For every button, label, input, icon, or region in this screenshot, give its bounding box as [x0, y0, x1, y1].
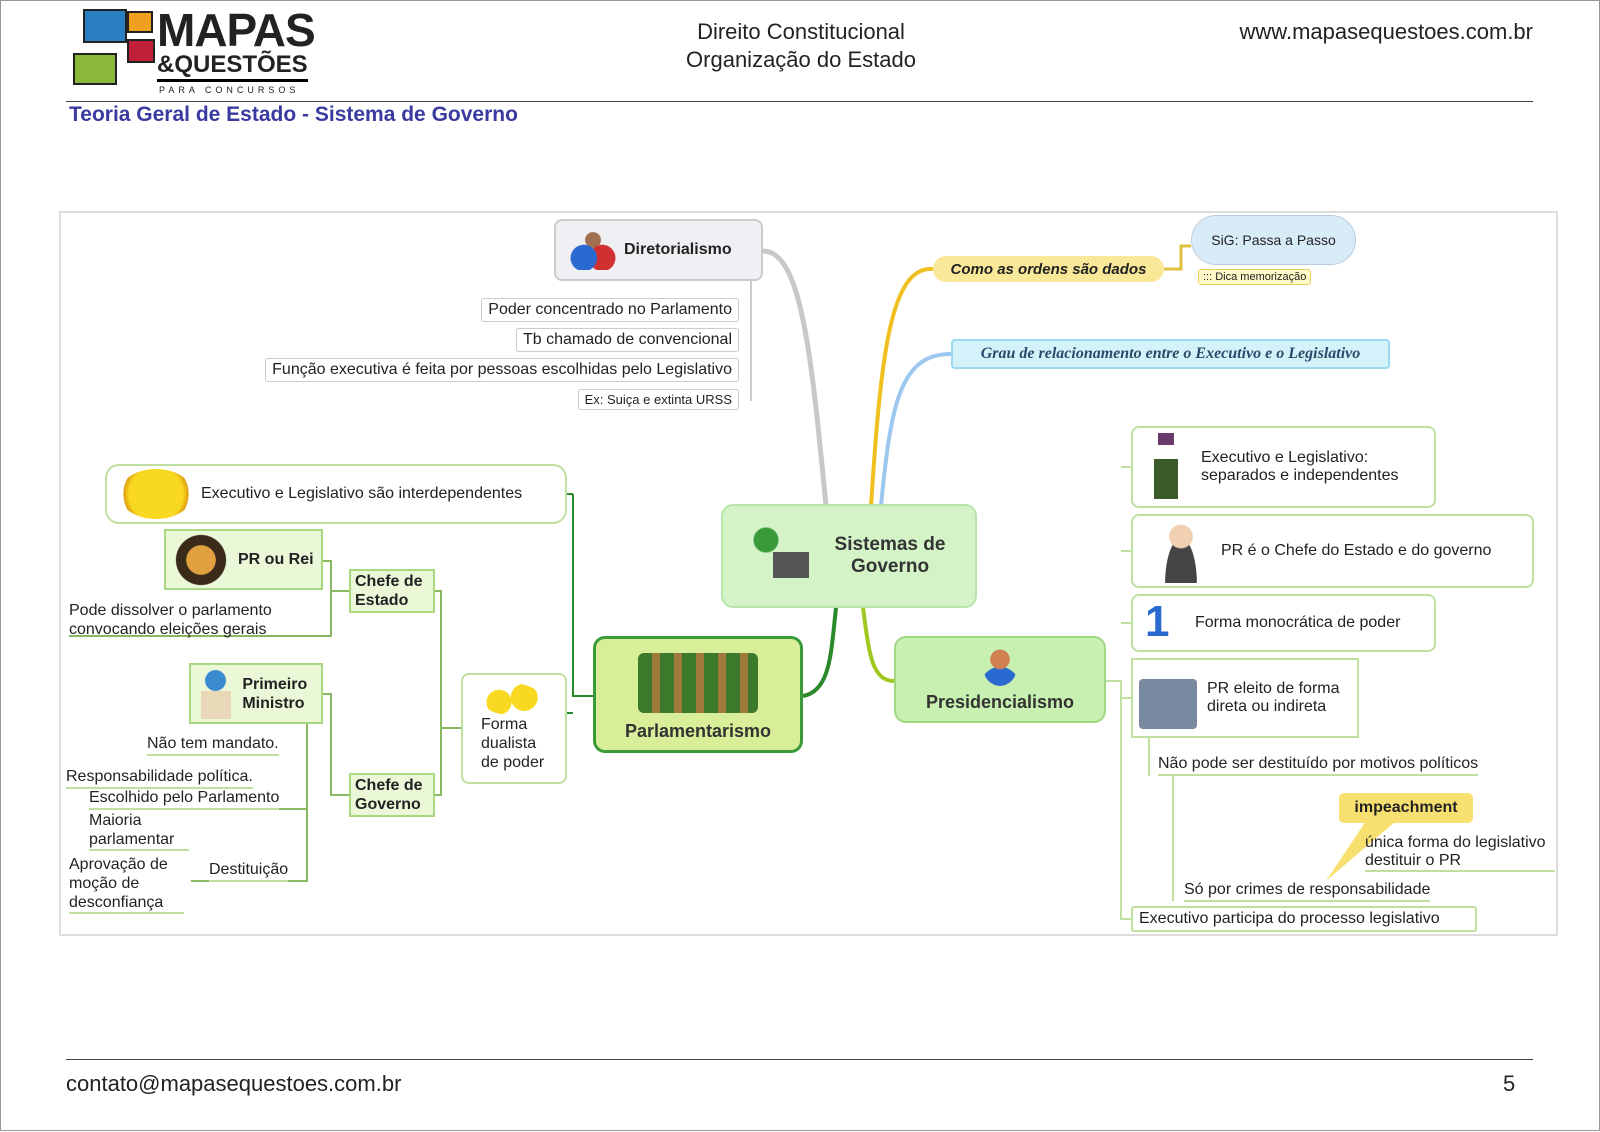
people-icon: [570, 230, 616, 270]
topic: Organização do Estado: [686, 47, 916, 72]
ordens-label: Como as ordens são dados: [950, 260, 1147, 278]
diretorialismo-item: Ex: Suiça e extinta URSS: [577, 389, 739, 410]
logo-sub: &QUESTÕES: [157, 51, 308, 82]
number-one-icon: 1: [1145, 597, 1170, 646]
ballot-box-icon: [1139, 679, 1197, 729]
pm-label: Primeiro Ministro: [242, 675, 308, 712]
computer-icon: [751, 524, 811, 588]
pr-rei-node[interactable]: PR ou Rei: [164, 529, 323, 590]
pres-item-label: Executivo participa do processo legislat…: [1139, 910, 1440, 927]
page-number: 5: [1503, 1071, 1516, 1096]
chefe-estado-label: Chefe de Estado: [355, 573, 423, 609]
president-icon: [1159, 521, 1203, 583]
diretorialismo-item: Função executiva é feita por pessoas esc…: [265, 358, 739, 382]
impeachment-badge[interactable]: impeachment: [1339, 793, 1473, 823]
website: www.mapasequestoes.com.br: [1239, 19, 1533, 44]
cloud-label: SiG: Passa a Passo: [1211, 232, 1336, 248]
parlamentarismo-node[interactable]: Parlamentarismo: [593, 636, 803, 753]
chefe-governo-node[interactable]: Chefe de Governo: [349, 773, 435, 817]
parliament-icon: [638, 653, 758, 713]
diretorialismo-label: Diretorialismo: [624, 241, 732, 258]
smiley-icon: [119, 469, 193, 519]
person-icon: [983, 648, 1017, 686]
header-divider: [66, 101, 1533, 102]
footer-divider: [66, 1059, 1533, 1060]
chefe-governo-label: Chefe de Governo: [355, 777, 423, 813]
gentleman-icon: [1146, 431, 1186, 503]
dissolver-note: Pode dissolver o parlamento convocando e…: [69, 602, 272, 638]
grau-node[interactable]: Grau de relacionamento entre o Executivo…: [951, 339, 1390, 369]
pm-node[interactable]: Primeiro Ministro: [189, 663, 323, 724]
diretorialismo-item: Poder concentrado no Parlamento: [481, 298, 739, 322]
mindmap-frame: [59, 211, 1558, 936]
pres-item-label: Executivo e Legislativo: separados e ind…: [1201, 449, 1399, 484]
cloud-node[interactable]: SiG: Passa a Passo: [1191, 215, 1356, 265]
parlamentarismo-label: Parlamentarismo: [624, 721, 772, 741]
pres-item-label: PR é o Chefe do Estado e do governo: [1221, 542, 1492, 559]
footer-email: contato@mapasequestoes.com.br: [66, 1071, 402, 1096]
central-label: Sistemas de Governo: [834, 534, 946, 577]
pres-item[interactable]: Executivo participa do processo legislat…: [1131, 906, 1477, 932]
central-node[interactable]: Sistemas de Governo: [721, 504, 977, 608]
smileys-icon: [481, 683, 541, 715]
presidencialismo-node[interactable]: Presidencialismo: [894, 636, 1106, 723]
subject: Direito Constitucional: [697, 19, 905, 44]
ordens-node[interactable]: Como as ordens são dados: [933, 256, 1164, 282]
impeachment-note: única forma do legislativo destituir o P…: [1365, 834, 1555, 872]
grau-label: Grau de relacionamento entre o Executivo…: [980, 345, 1361, 362]
logo: MAPAS &QUESTÕES PARA CONCURSOS: [71, 4, 321, 97]
pm-item: Escolhido pelo Parlamento: [89, 789, 280, 810]
diretorialismo-item: Tb chamado de convencional: [515, 328, 739, 352]
interdep-node[interactable]: Executivo e Legislativo são interdepende…: [105, 464, 567, 524]
pres-item: Não pode ser destituído por motivos polí…: [1158, 755, 1479, 776]
pr-rei-label: PR ou Rei: [238, 550, 314, 568]
logo-tag: PARA CONCURSOS: [159, 85, 300, 95]
dualista-label: Forma dualista de poder: [481, 716, 545, 771]
pm-item: Destituição: [209, 861, 289, 882]
dualista-node[interactable]: Forma dualista de poder: [461, 673, 567, 784]
impeachment-label: impeachment: [1354, 799, 1458, 816]
pres-item-label: PR eleito de forma direta ou indireta: [1207, 680, 1340, 715]
pm-item: Não tem mandato.: [147, 735, 279, 756]
pm-item: Responsabilidade política.: [66, 768, 253, 789]
chefe-estado-node[interactable]: Chefe de Estado: [349, 569, 435, 613]
minister-icon: [195, 666, 237, 721]
interdep-label: Executivo e Legislativo são interdepende…: [201, 485, 523, 502]
pres-item: Só por crimes de responsabilidade: [1184, 881, 1431, 902]
section-title: Teoria Geral de Estado - Sistema de Gove…: [69, 103, 518, 126]
presidencialismo-label: Presidencialismo: [925, 692, 1075, 712]
pres-item[interactable]: Forma monocrática de poder: [1131, 594, 1436, 652]
pres-item-label: Forma monocrática de poder: [1195, 614, 1401, 631]
diretorialismo-node[interactable]: Diretorialismo: [554, 219, 763, 281]
pm-item: Maioria parlamentar: [89, 811, 189, 851]
logo-main: MAPAS: [157, 4, 316, 56]
lion-icon: [170, 532, 232, 587]
tip-note: ::: Dica memorização: [1198, 269, 1312, 285]
pm-item: Aprovação de moção de desconfiança: [69, 855, 184, 914]
